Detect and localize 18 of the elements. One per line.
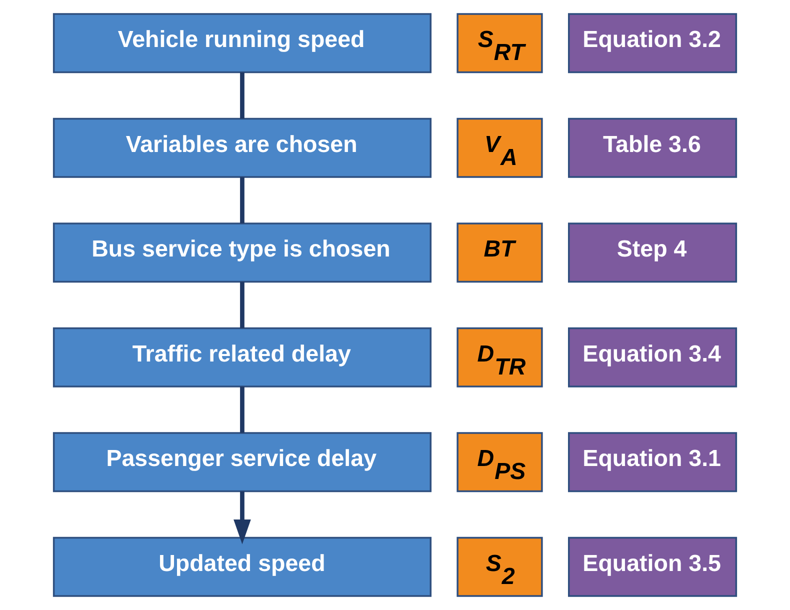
node-box: Equation 3.5 xyxy=(568,536,738,597)
node-box: Equation 3.2 xyxy=(568,13,738,74)
node-box: Bus service type is chosen xyxy=(52,222,432,283)
node-box: Passenger service delay xyxy=(52,432,432,492)
node-box: Updated speed xyxy=(52,536,432,597)
node-box: Table 3.6 xyxy=(568,118,738,178)
node-box: Equation 3.4 xyxy=(568,327,738,388)
connector xyxy=(240,282,244,328)
connector xyxy=(240,72,244,119)
node-box: Vehicle running speed xyxy=(52,13,432,74)
connector xyxy=(240,386,244,433)
arrow xyxy=(234,491,251,544)
node-box: Step 4 xyxy=(568,222,738,283)
connector xyxy=(240,177,244,224)
node-box: BT xyxy=(456,222,543,283)
node-box: Traffic related delay xyxy=(52,327,432,388)
node-box: Equation 3.1 xyxy=(568,432,738,492)
node-box: Variables are chosen xyxy=(52,118,432,178)
